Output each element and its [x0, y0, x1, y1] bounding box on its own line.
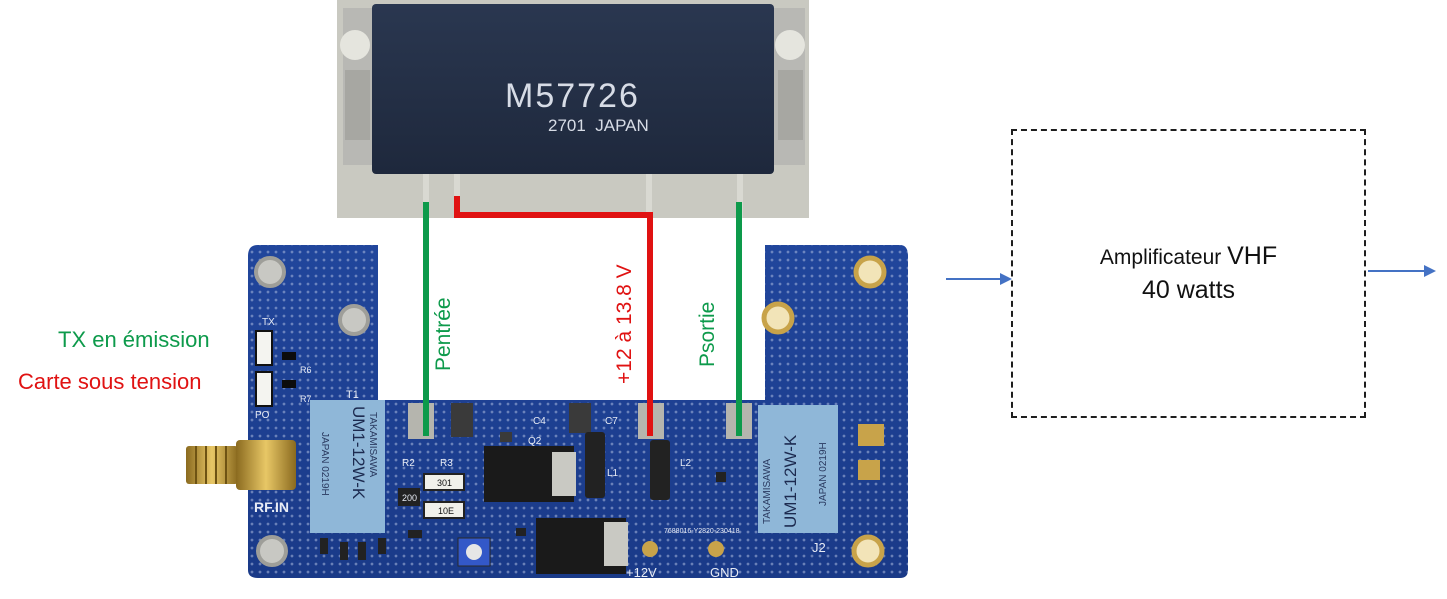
silk-r10e: 10E [438, 506, 454, 516]
mounting-holes [254, 255, 887, 568]
coil-j2-brand: TAKAMISAWA [762, 458, 773, 524]
amplifier-title: Amplificateur VHF [1100, 241, 1277, 273]
pcb-board: TX PO R6 R7 RF.IN T1 TAKAMISAWA UM1-12W-… [186, 245, 908, 580]
silk-r2: R2 [402, 458, 415, 469]
silk-po: PO [255, 410, 270, 421]
silk-r200: 200 [402, 493, 417, 503]
silk-c4: C4 [533, 416, 546, 427]
wire-supply [454, 196, 653, 436]
label-input: Pentrée [432, 297, 455, 371]
transistor-part-number: M57726 [505, 77, 640, 115]
silk-rf-in: RF.IN [254, 499, 289, 515]
silk-t1: T1 [346, 389, 359, 401]
regulator-q1 [484, 446, 576, 502]
silk-gnd: GND [710, 565, 739, 580]
coil-j2: TAKAMISAWA UM1-12W-K JAPAN 0219H [758, 405, 838, 533]
label-tx: TX en émission [58, 327, 210, 352]
input-arrow [946, 273, 1012, 285]
coil-j2-model: UM1-12W-K [781, 434, 800, 528]
silk-tx: TX [262, 317, 275, 328]
silk-c7: C7 [605, 416, 618, 427]
coil-t1-model: UM1-12W-K [349, 406, 368, 500]
silk-r3: R3 [440, 458, 453, 469]
led-tx [255, 330, 273, 366]
coil-j2-origin: JAPAN 0219H [818, 442, 829, 506]
silk-l1: L1 [607, 468, 619, 479]
silk-j2: J2 [812, 540, 826, 555]
transistor-marking: 2701 JAPAN [548, 116, 649, 135]
amplifier-title-prefix: Amplificateur [1099, 245, 1228, 269]
led-power [255, 371, 273, 407]
silk-l2: L2 [680, 458, 692, 469]
silk-r7: R7 [300, 394, 312, 404]
transistor-photo: M57726 2701 JAPAN [337, 0, 809, 218]
coil-t1-brand: TAKAMISAWA [367, 412, 378, 478]
silk-r6: R6 [300, 365, 312, 375]
silk-pcb-code: 7688016-Y2820-230418 [664, 528, 740, 535]
amplifier-title-band: VHF [1227, 241, 1278, 270]
label-supply: +12 à 13.8 V [613, 264, 636, 384]
amplifier-block: Amplificateur VHF 40 watts [1011, 129, 1366, 418]
output-arrow [1368, 265, 1436, 277]
amplifier-power: 40 watts [1141, 275, 1236, 304]
coil-t1-origin: JAPAN 0219H [319, 432, 330, 496]
sma-connector [186, 440, 296, 490]
silk-plus12v: +12V [626, 565, 657, 580]
silk-r301: 301 [437, 478, 452, 488]
label-power-on: Carte sous tension [18, 369, 202, 394]
label-output: Psortie [696, 301, 719, 367]
regulator-q2 [536, 518, 628, 574]
coil-t1: TAKAMISAWA UM1-12W-K JAPAN 0219H [310, 400, 385, 533]
silk-q2: Q2 [528, 436, 542, 447]
